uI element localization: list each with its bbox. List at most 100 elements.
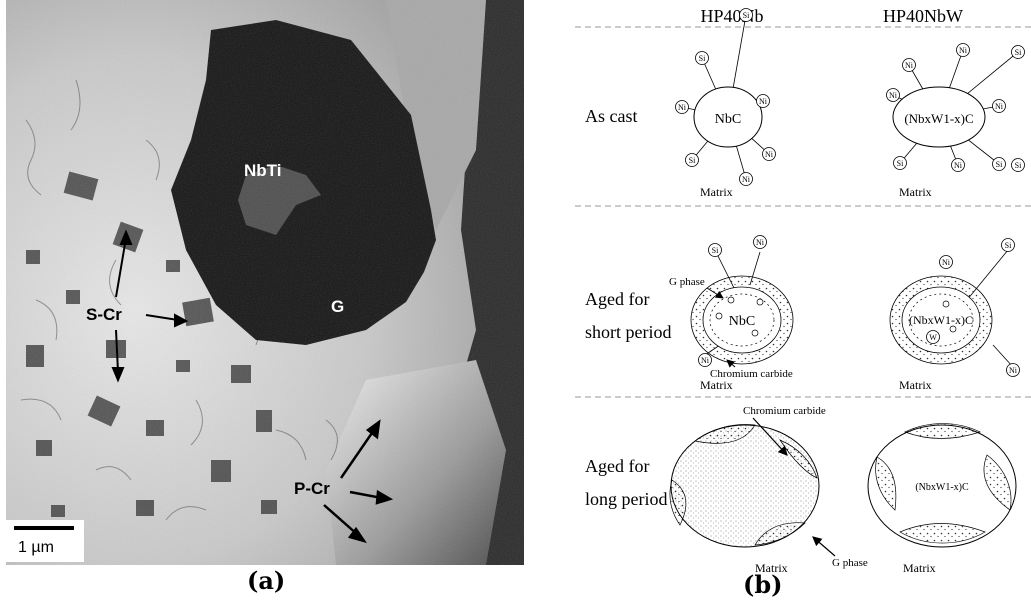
atom-ni-symbol: Ni [753, 235, 767, 249]
atom-ni-symbol: Ni [939, 255, 953, 269]
atom-si-symbol: Si [1011, 45, 1025, 59]
svg-text:Si: Si [1015, 161, 1022, 170]
long-period-hp40nbw: (NbxW1-x)C [867, 423, 1017, 548]
s-cr-label: S-Cr [86, 305, 122, 324]
row-label-short-1: Aged for [585, 289, 649, 309]
svg-text:Ni: Ni [995, 102, 1004, 111]
precipitate-dot [727, 296, 735, 304]
scale-bar-label: 1 µm [18, 539, 54, 556]
nbw-carbide-label: (NbxW1-x)C [904, 111, 973, 126]
scale-bar [14, 526, 74, 530]
svg-text:Ni: Ni [759, 97, 768, 106]
atom-ni-symbol: Ni [1006, 363, 1020, 377]
atom-ni-symbol: Ni [739, 172, 753, 186]
svg-text:Ni: Ni [942, 258, 951, 267]
chromium-label-long: Chromium carbide [743, 405, 826, 417]
p-cr-arrows [323, 419, 394, 544]
panel-b-caption: (b) [743, 570, 783, 599]
matrix-label-row2-nb: Matrix [700, 378, 733, 392]
atom-ni-symbol: Ni [886, 88, 900, 102]
nbti-label: NbTi [244, 161, 281, 180]
svg-text:Si: Si [689, 156, 696, 165]
atom-ni-symbol: Ni [902, 58, 916, 72]
s-cr-precipitates [26, 171, 320, 517]
nbc-label-short: NbC [729, 314, 755, 329]
nbc-particle [693, 86, 763, 148]
atom-w-symbol: W [926, 330, 940, 344]
g-phase-label-short: G phase [669, 276, 705, 288]
svg-text:Ni: Ni [701, 356, 710, 365]
svg-text:Ni: Ni [742, 175, 751, 184]
g-phase-shell [702, 286, 782, 354]
tem-micrograph-panel: NbTi G S-Cr P-Cr 1 µm [6, 0, 524, 565]
matrix-label-row3-nbw: Matrix [903, 561, 936, 575]
row-label-long-1: Aged for [585, 456, 649, 476]
atom-ni-symbol: Ni [992, 99, 1006, 113]
atom-ni-symbol: Ni [675, 100, 689, 114]
atom-ni-symbol: Ni [698, 353, 712, 367]
column-header-hp40nbw: HP40NbW [883, 6, 963, 26]
nbc-label: NbC [715, 112, 741, 127]
atom-si-symbol: Si [992, 157, 1006, 171]
matrix-label-row3-nb: Matrix [755, 561, 788, 575]
svg-text:Ni: Ni [678, 103, 687, 112]
atom-si-symbol: Si [1001, 238, 1015, 252]
svg-text:Ni: Ni [954, 161, 963, 170]
matrix-label-row1-nbw: Matrix [899, 185, 932, 199]
s-cr-arrows [111, 229, 189, 383]
short-period-hp40nbw: (NbxW1-x)C [889, 249, 1014, 368]
p-cr-label: P-Cr [294, 479, 330, 498]
row-dividers [575, 26, 1031, 398]
matrix-label-row1-nb: Matrix [700, 185, 733, 199]
svg-text:Ni: Ni [889, 91, 898, 100]
atom-si-symbol: Si [893, 156, 907, 170]
atom-si-symbol: Si [708, 243, 722, 257]
atom-si-symbol: Si [1011, 158, 1025, 172]
svg-text:Si: Si [1005, 241, 1012, 250]
atom-ni-symbol: Ni [756, 94, 770, 108]
svg-text:Si: Si [712, 246, 719, 255]
as-cast-hp40nbw: (NbxW1-x)C [892, 49, 1019, 166]
as-cast-hp40nb: NbC [681, 14, 770, 180]
svg-text:Si: Si [897, 159, 904, 168]
row-label-short-2: short period [585, 322, 671, 342]
precipitation-schematic: HP40Nb HP40NbW As cast Aged for short pe… [575, 6, 1031, 575]
svg-text:Si: Si [699, 54, 706, 63]
precipitate-dot [942, 300, 950, 308]
panel-a-caption-text: (a) [247, 566, 286, 595]
atom-ni-symbol: Ni [951, 158, 965, 172]
precipitation-schematic-panel: HP40Nb HP40NbW As cast Aged for short pe… [555, 0, 1031, 575]
g-label: G [331, 297, 344, 316]
atom-si-symbol: Si [739, 8, 753, 22]
atom-ni-symbol: Ni [762, 147, 776, 161]
svg-text:Ni: Ni [1009, 366, 1018, 375]
matrix-label-row2-nbw: Matrix [899, 378, 932, 392]
svg-text:Ni: Ni [765, 150, 774, 159]
svg-text:Si: Si [1015, 48, 1022, 57]
atom-si-symbol: Si [695, 51, 709, 65]
nbw-carbide-label-long: (NbxW1-x)C [915, 482, 969, 493]
svg-text:Si: Si [996, 160, 1003, 169]
nbw-carbide-particle [892, 86, 986, 148]
precipitate-dot [715, 312, 723, 320]
atom-si-symbol: Si [685, 153, 699, 167]
svg-text:W: W [929, 333, 937, 342]
svg-text:Ni: Ni [756, 238, 765, 247]
g-phase-label-long: G phase [832, 557, 868, 569]
chromium-label-short: Chromium carbide [710, 368, 793, 380]
short-period-hp40nb: NbC [690, 249, 794, 365]
long-period-hp40nb [669, 424, 820, 548]
tem-micrograph: NbTi G S-Cr P-Cr 1 µm [6, 0, 524, 565]
atom-ni-symbol: Ni [956, 43, 970, 57]
precipitate-dot [756, 298, 764, 306]
svg-text:Si: Si [743, 11, 750, 20]
row-label-as-cast: As cast [585, 106, 638, 126]
precipitate-dot [751, 329, 759, 337]
row-label-long-2: long period [585, 489, 668, 509]
nbti-region [238, 165, 321, 235]
column-header-hp40nb: HP40Nb [700, 6, 763, 26]
nbw-carbide-label-short: (NbxW1-x)C [909, 313, 973, 327]
